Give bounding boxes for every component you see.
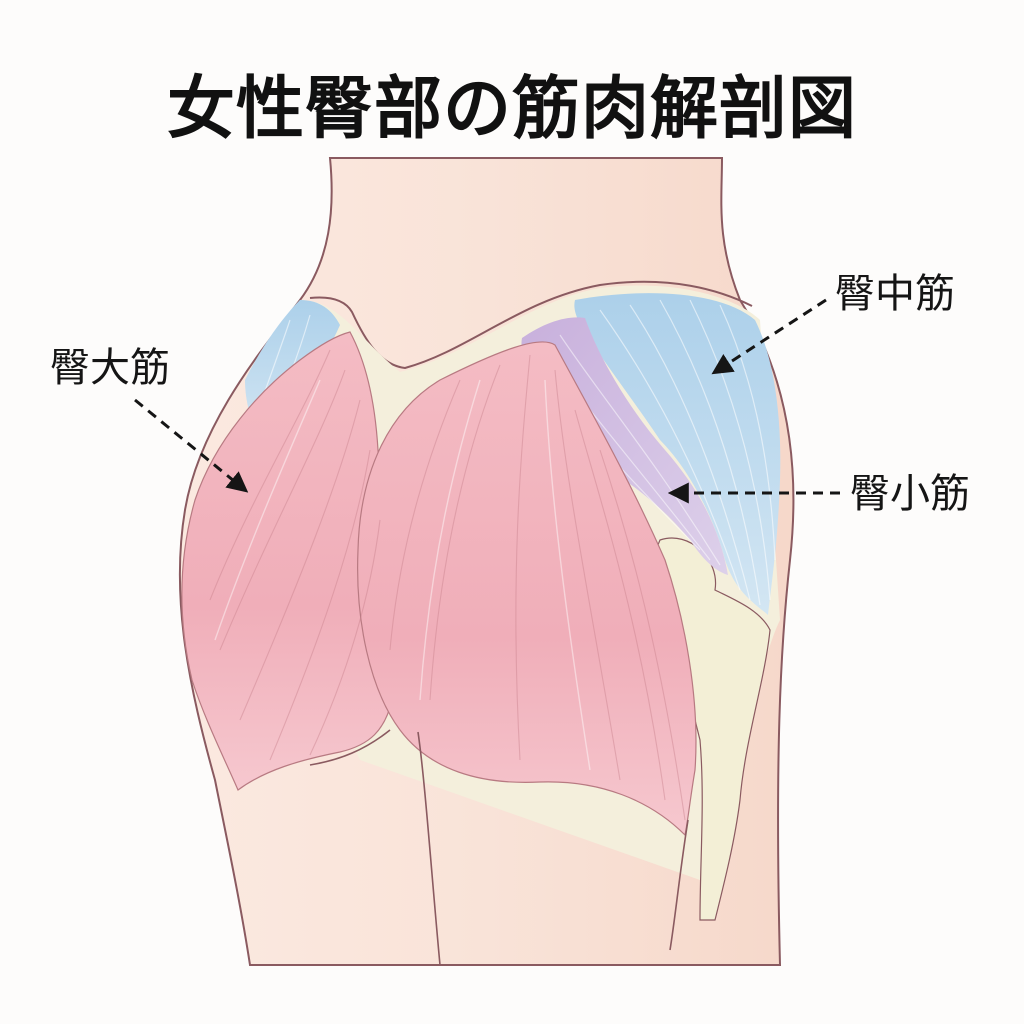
- arrow-gluteus-medius: [711, 298, 827, 375]
- label-gluteus-maximus: 臀大筋: [50, 345, 170, 391]
- label-gluteus-medius: 臀中筋: [835, 271, 955, 317]
- gluteus-maximus-muscle: [181, 331, 697, 837]
- contour-lines: [309, 729, 689, 966]
- arrow-gluteus-maximus: [134, 398, 249, 493]
- annotation-arrows: [134, 298, 840, 504]
- label-gluteus-minimus: 臀小筋: [850, 471, 970, 517]
- diagram-title: 女性臀部の筋肉解剖図: [166, 70, 857, 149]
